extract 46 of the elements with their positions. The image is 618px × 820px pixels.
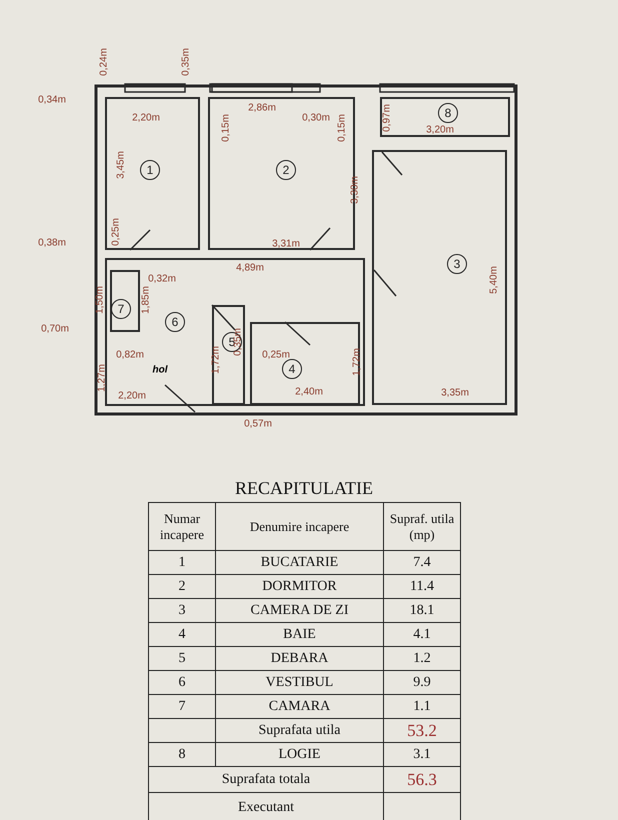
room-number: 7: [111, 299, 131, 319]
dimension-label: 4,89m: [236, 262, 264, 274]
dimension-label: 0,24m: [98, 48, 110, 76]
dimension-label: 1,72m: [210, 346, 222, 374]
dimension-label: 1,50m: [94, 286, 106, 314]
room-number: 3: [447, 254, 467, 274]
dimension-label: 0,15m: [336, 114, 348, 142]
dimension-label: 1,27m: [96, 364, 108, 392]
dimension-label: 0,57m: [244, 418, 272, 430]
dimension-label: 2,20m: [118, 390, 146, 402]
dimension-label: 0,35m: [232, 328, 244, 356]
dimension-label: 3,35m: [441, 388, 469, 398]
dimension-label: 1,85m: [140, 286, 152, 314]
dimension-label: 2,86m: [248, 102, 276, 114]
dimension-label: 3,20m: [426, 124, 454, 136]
room-number: 4: [282, 359, 302, 379]
room-number: 6: [165, 312, 185, 332]
dimension-label: 0,34m: [38, 94, 66, 106]
dimension-label: 0,38m: [38, 238, 66, 248]
dimension-label: 5,40m: [488, 266, 500, 294]
dimension-label: 3,31m: [272, 238, 300, 250]
dimension-label: 3,45m: [116, 151, 126, 179]
table-cell: Numar incapere: [148, 502, 216, 551]
dimension-label: 0,25m: [262, 350, 290, 360]
dimension-label: 2,20m: [132, 112, 160, 124]
dimension-label: 0,35m: [180, 48, 192, 76]
dimension-label: 0,82m: [116, 350, 144, 360]
room-outline: [105, 97, 200, 250]
dimension-label: 0,30m: [302, 112, 330, 124]
dimension-label: 0,97m: [382, 104, 392, 132]
dimension-label: 0,25m: [110, 218, 122, 246]
room-number: 2: [276, 160, 296, 180]
dimension-label: 2,40m: [295, 386, 323, 398]
dimension-label: 1,72m: [352, 348, 362, 376]
dimension-label: 0,15m: [220, 114, 232, 142]
room-outline: [372, 150, 507, 405]
room-name: hol: [152, 364, 168, 376]
table-cell: Supraf. utila (mp): [383, 502, 461, 551]
dimension-label: 3,30m: [350, 176, 360, 204]
room-number: 1: [140, 160, 160, 180]
room-outline: [105, 258, 365, 406]
table-title: RECAPITULATIE: [234, 478, 374, 499]
dimension-label: 0,32m: [148, 274, 176, 284]
room-number: 8: [438, 103, 458, 123]
room-outline: [380, 97, 510, 137]
dimension-label: 0,70m: [41, 324, 69, 334]
